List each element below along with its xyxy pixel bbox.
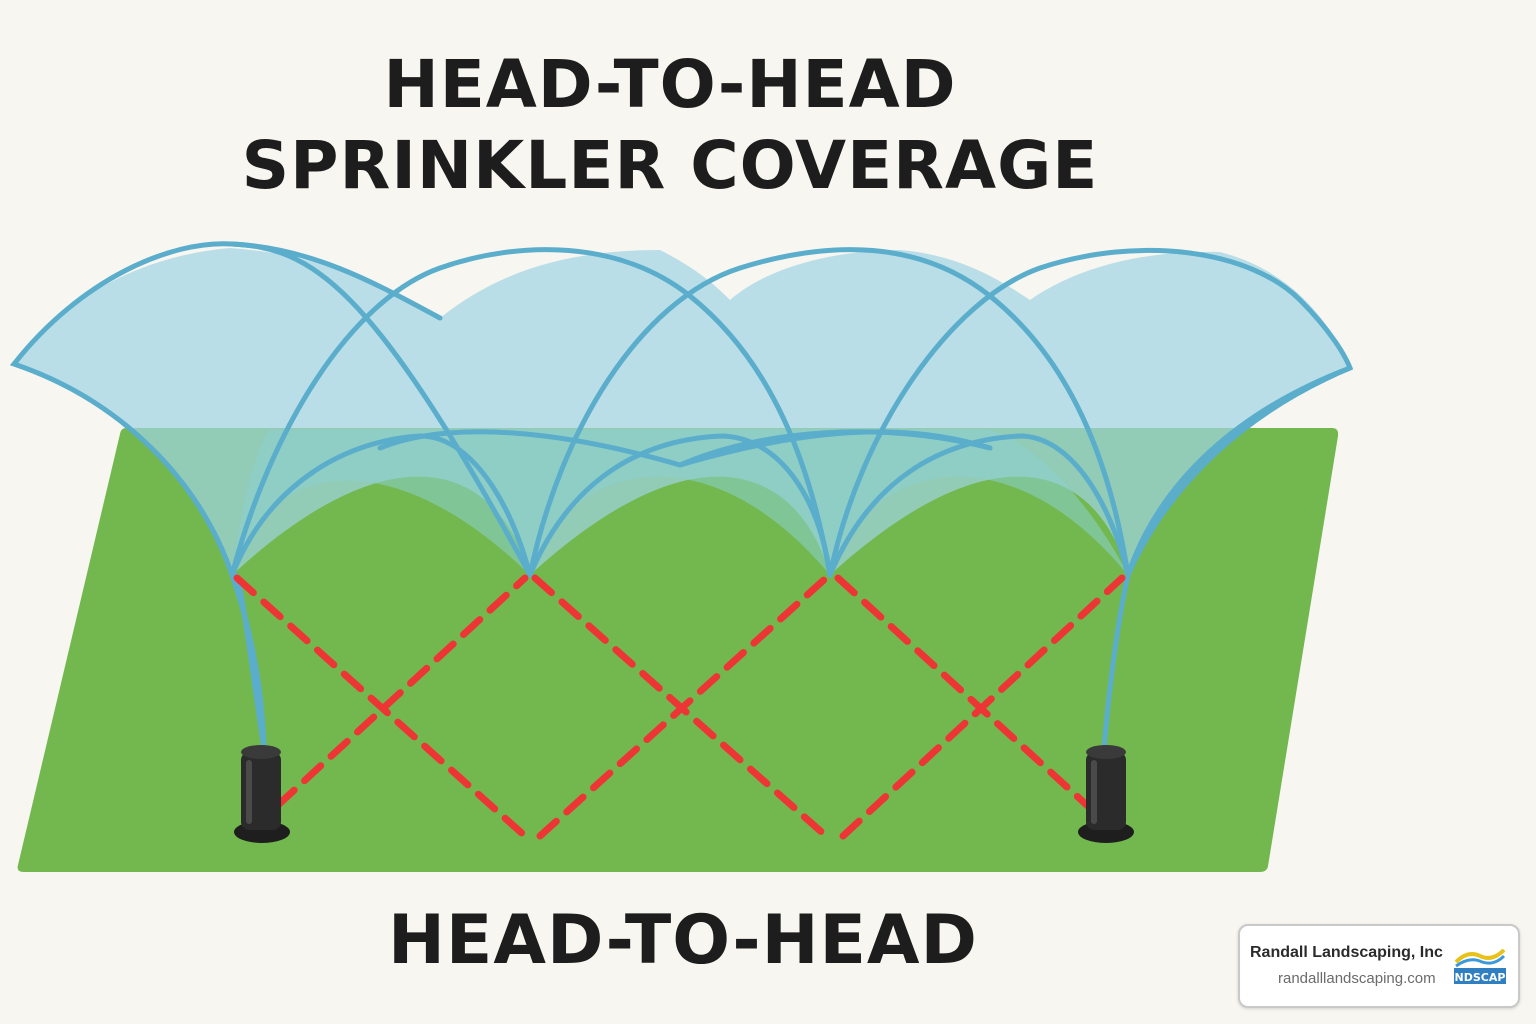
sprinkler-left-icon [234,745,290,843]
spray-stem-right [1101,572,1131,751]
spray-canopy [14,248,1350,575]
overlap-line-5 [834,574,1094,812]
spray-inner-3 [527,433,833,578]
overlap-line-4 [536,574,830,840]
overlap-line-6 [839,574,1126,840]
spray-arc-3 [827,247,1354,578]
brand-name: Randall Landscaping, Inc [1250,944,1443,961]
spray-inner-5 [677,429,993,468]
brand-logo-text: NDSCAP [1455,971,1506,984]
spray-arc-right-outer [1125,365,1353,578]
spray-arc-2 [527,247,1131,578]
brand-card[interactable]: Randall Landscaping, Inc randalllandscap… [1238,924,1520,1008]
spray-stem-left [229,572,267,751]
lawn [17,428,1339,872]
overlap-line-2 [274,574,529,809]
spray-arc-1 [229,247,833,578]
sprinkler-right-icon [1078,745,1134,843]
spray-arc-0 [229,241,443,321]
brand-url[interactable]: randalllandscaping.com [1278,970,1436,987]
title-line-1: HEAD-TO-HEAD [383,46,957,123]
spray-inner-4 [827,433,1131,578]
title-line-2: SPRINKLER COVERAGE [241,127,1099,204]
randall-logo-icon: NDSCAP [1452,944,1508,988]
bottom-label: HEAD-TO-HEAD [387,901,979,980]
overlap-lines [233,574,1126,840]
